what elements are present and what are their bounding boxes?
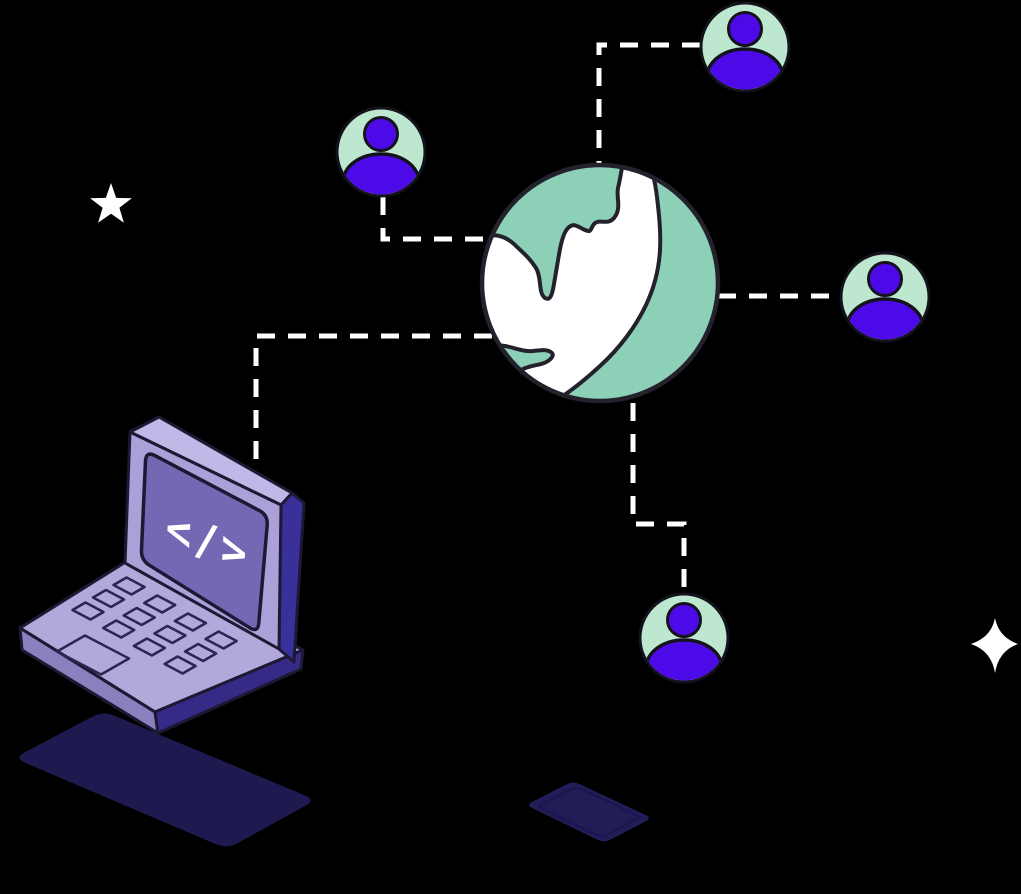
user-avatar-bottom: [640, 594, 728, 696]
globe-landmass-east: [554, 167, 716, 399]
laptop-lid-side: [277, 491, 306, 664]
phone-shadow: [529, 782, 649, 842]
globe: [479, 162, 721, 404]
laptop: </>: [18, 415, 306, 735]
user-avatar-left: [337, 108, 425, 210]
user-avatar-right: [841, 253, 929, 355]
laptop-base-front: [153, 648, 305, 735]
keyboard-keys: [55, 576, 238, 676]
globe-outline: [479, 162, 721, 404]
connection-globe-laptop: [253, 333, 492, 459]
user-avatar-top: [701, 3, 789, 105]
laptop-screen: [139, 452, 269, 632]
connection-globe-user-left: [380, 197, 488, 242]
star-icon: [90, 183, 132, 223]
laptop-shadow: [19, 713, 311, 847]
sparkle-icon: [971, 618, 1018, 673]
connection-lines: [253, 42, 840, 592]
connection-globe-user-top: [596, 42, 700, 164]
trackpad-key: [55, 634, 131, 676]
connection-globe-user-bottom: [630, 403, 687, 592]
